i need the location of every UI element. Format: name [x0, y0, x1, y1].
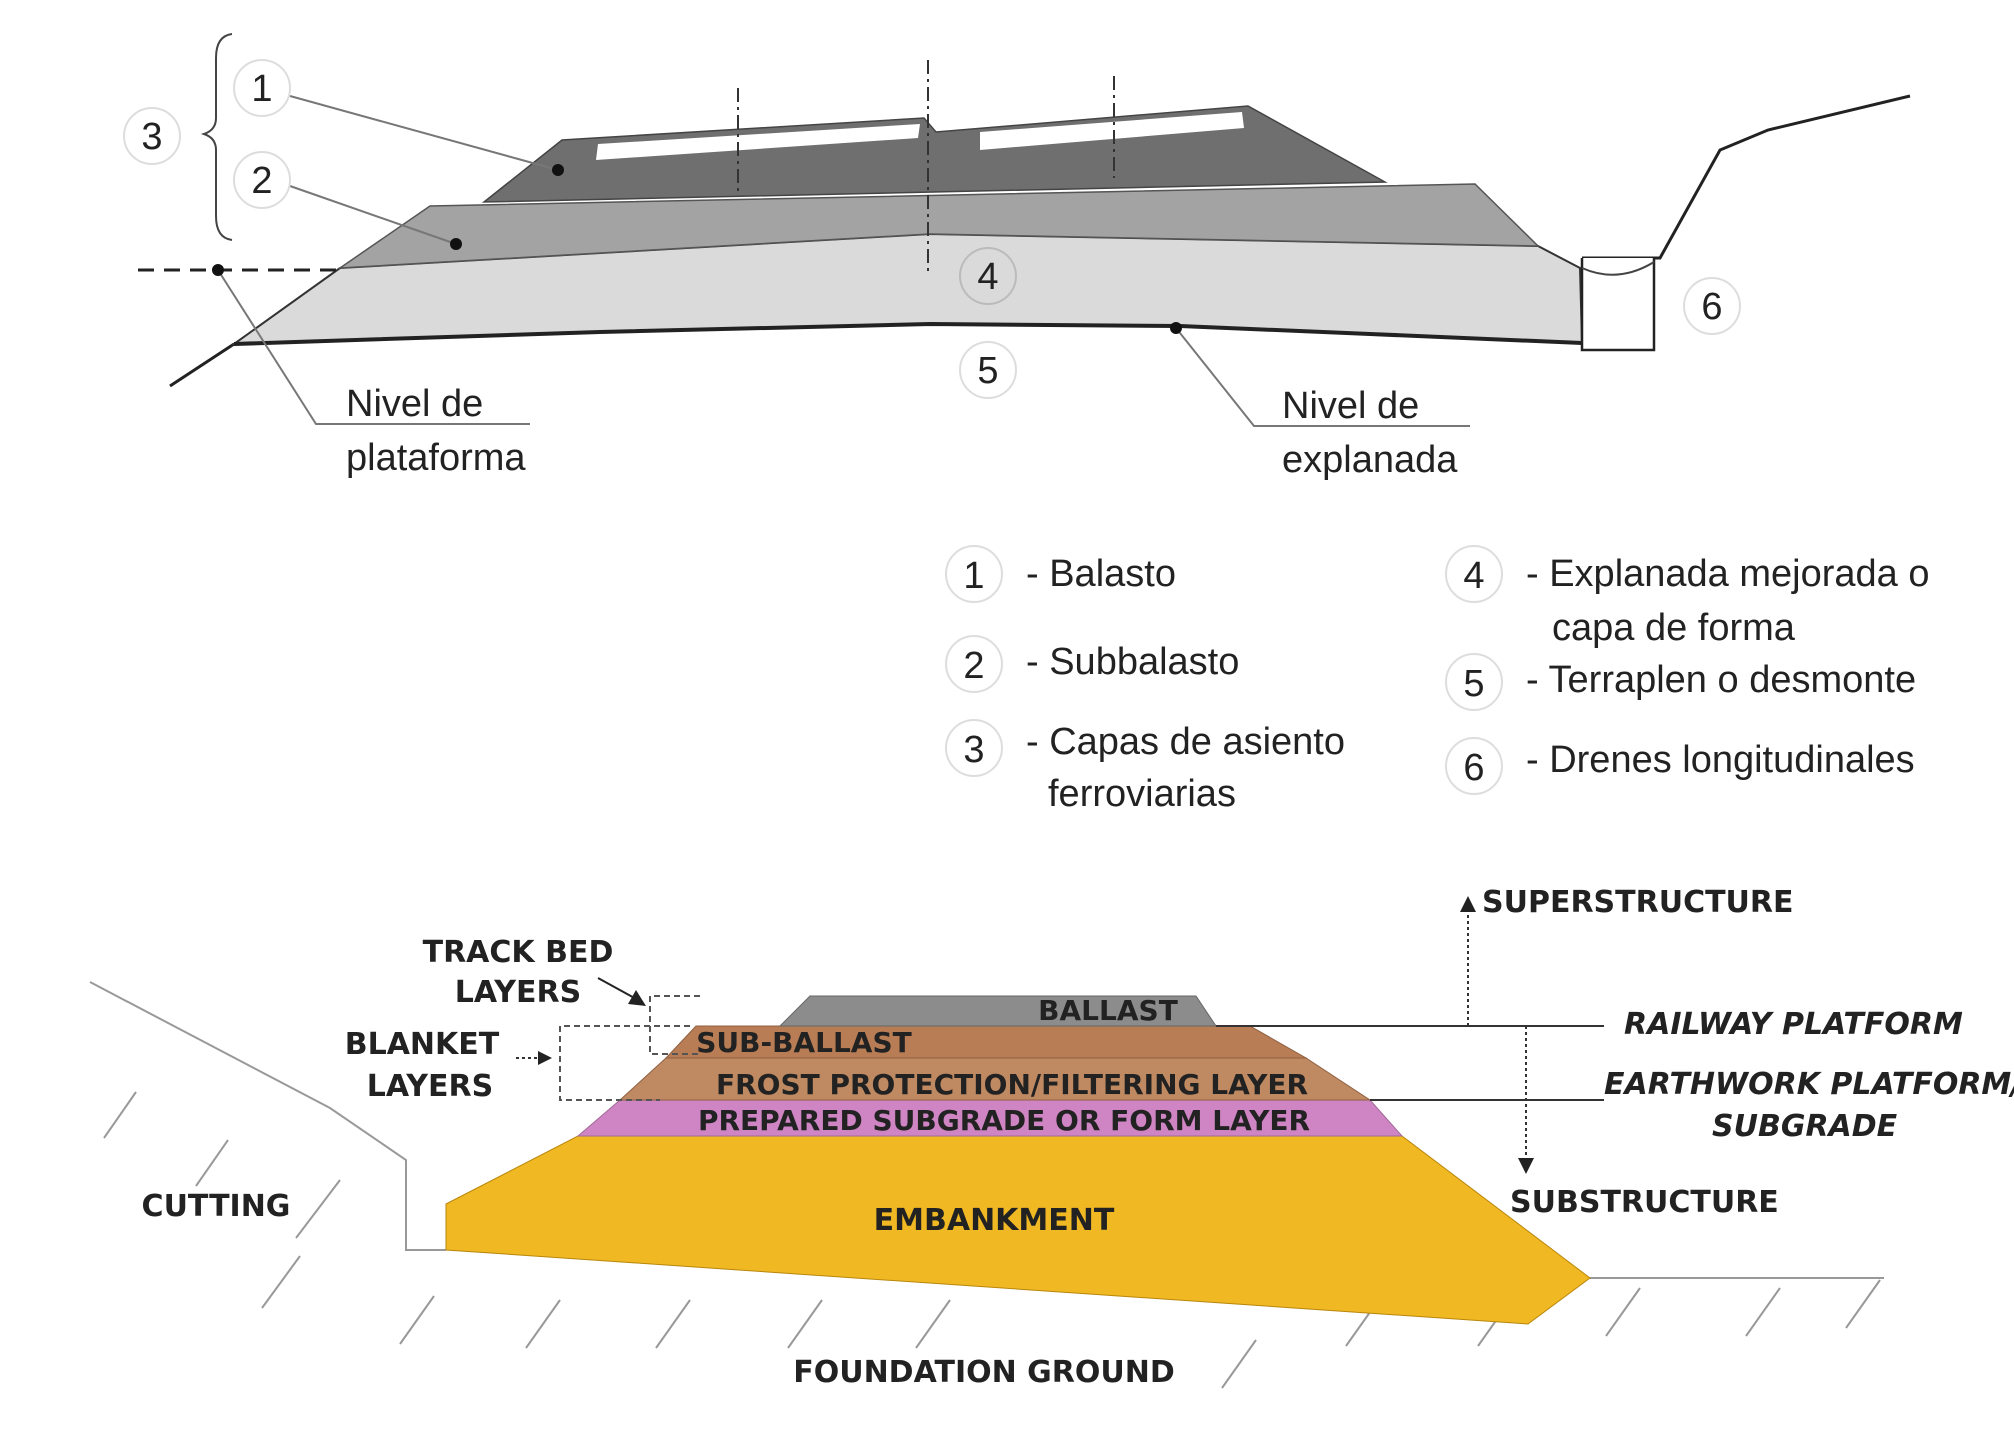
- marker-1: 1: [233, 59, 291, 117]
- marker-3-text: 3: [141, 116, 162, 158]
- ground-line-left: [169, 342, 235, 388]
- legend-item-4: 4 - Explanada mejorada o capa de forma: [1445, 545, 1929, 649]
- leader-1: [289, 95, 559, 171]
- drain-box: [1580, 258, 1656, 352]
- legend-num-2: 2: [963, 645, 984, 687]
- track-bed-label-1: TRACK BED: [423, 935, 614, 970]
- ballast-label: BALLAST: [1038, 994, 1178, 1027]
- legend-text-3b: ferroviarias: [1048, 773, 1236, 815]
- bottom-diagram: TRACK BED LAYERS BLANKET LAYERS SUPERSTR…: [89, 885, 2014, 1390]
- ballast-layer: [778, 995, 1217, 1027]
- railway-platform-label: RAILWAY PLATFORM: [1624, 1007, 1963, 1042]
- earthwork-platform-label-2: SUBGRADE: [1712, 1109, 1898, 1144]
- legend-text-3a: - Capas de asiento: [1026, 721, 1345, 763]
- frost-protection-label: FROST PROTECTION/FILTERING LAYER: [716, 1068, 1308, 1101]
- cutting-label: CUTTING: [142, 1189, 291, 1224]
- legend-num-4: 4: [1463, 555, 1484, 597]
- blanket-label-2: LAYERS: [367, 1069, 493, 1104]
- marker-2: 2: [233, 151, 291, 209]
- legend-item-6: 6 - Drenes longitudinales: [1445, 737, 1915, 795]
- dot-nivel-explanada: [1170, 322, 1182, 334]
- dot-balasto: [552, 164, 564, 176]
- blanket-arrowhead: [538, 1051, 552, 1065]
- marker-6-text: 6: [1701, 286, 1722, 328]
- marker-1-text: 1: [251, 68, 272, 110]
- legend-item-1: 1 - Balasto: [945, 545, 1176, 603]
- nivel-explanada-label-2: explanada: [1282, 439, 1458, 481]
- leader-2: [289, 185, 457, 245]
- marker-5: 5: [959, 341, 1017, 399]
- cutting-slope-line: [89, 981, 446, 1251]
- marker-4: 4: [959, 247, 1017, 305]
- nivel-explanada-line: [233, 321, 1583, 346]
- legend-num-1: 1: [963, 555, 984, 597]
- nivel-plataforma-label-1: Nivel de: [346, 383, 483, 425]
- sleeper-right: [980, 112, 1244, 150]
- earthwork-platform-label-1: EARTHWORK PLATFORM/: [1604, 1067, 2014, 1102]
- prepared-subgrade-label: PREPARED SUBGRADE OR FORM LAYER: [698, 1104, 1310, 1137]
- leader-nivel-plataforma: [217, 269, 530, 425]
- legend-text-4b: capa de forma: [1552, 607, 1796, 649]
- top-diagram: 1 2 3 4 5 6 Nivel de plataforma Nivel de…: [123, 33, 1911, 481]
- subbalasto-layer: [337, 183, 1540, 269]
- marker-2-text: 2: [251, 160, 272, 202]
- legend: 1 - Balasto 2 - Subbalasto 3 - Capas de …: [945, 545, 1929, 815]
- legend-item-2: 2 - Subbalasto: [945, 635, 1239, 693]
- track-bed-label-2: LAYERS: [455, 975, 581, 1010]
- substructure-label: SUBSTRUCTURE: [1510, 1185, 1779, 1220]
- legend-num-5: 5: [1463, 663, 1484, 705]
- marker-6: 6: [1683, 277, 1741, 335]
- ground-line-right: [1582, 94, 1911, 260]
- superstructure-label: SUPERSTRUCTURE: [1482, 885, 1794, 920]
- legend-text-5: - Terraplen o desmonte: [1526, 659, 1916, 701]
- marker-3: 3: [123, 107, 181, 165]
- track-bed-leader: [597, 977, 639, 1001]
- legend-item-3: 3 - Capas de asiento ferroviarias: [945, 719, 1345, 815]
- superstructure-arrowhead: [1460, 896, 1476, 912]
- marker-4-text: 4: [977, 256, 998, 298]
- ground-hatching: [103, 1091, 1881, 1389]
- nivel-plataforma-label-2: plataforma: [346, 437, 526, 479]
- substructure-arrowhead: [1518, 1158, 1534, 1174]
- sleeper-left: [596, 124, 920, 160]
- marker-5-text: 5: [977, 350, 998, 392]
- embankment-label: EMBANKMENT: [874, 1203, 1115, 1238]
- track-bed-bracket: [649, 995, 700, 1055]
- legend-text-2: - Subbalasto: [1026, 641, 1239, 683]
- legend-text-6: - Drenes longitudinales: [1526, 739, 1915, 781]
- drain-curve: [1581, 261, 1655, 276]
- brace-capas-asiento: [200, 33, 233, 241]
- leader-nivel-explanada: [1175, 327, 1470, 427]
- blanket-label-1: BLANKET: [345, 1027, 500, 1062]
- legend-text-1: - Balasto: [1026, 553, 1176, 595]
- legend-item-5: 5 - Terraplen o desmonte: [1445, 653, 1916, 711]
- dot-nivel-plataforma: [212, 264, 224, 276]
- legend-num-3: 3: [963, 729, 984, 771]
- nivel-explanada-label-1: Nivel de: [1282, 385, 1419, 427]
- legend-num-6: 6: [1463, 747, 1484, 789]
- legend-text-4a: - Explanada mejorada o: [1526, 553, 1929, 595]
- foundation-ground-label: FOUNDATION GROUND: [793, 1355, 1175, 1390]
- blanket-bracket: [559, 1025, 690, 1101]
- dot-subbalasto: [450, 238, 462, 250]
- track-bed-arrowhead: [628, 990, 646, 1006]
- sub-ballast-label: SUB-BALLAST: [696, 1026, 912, 1059]
